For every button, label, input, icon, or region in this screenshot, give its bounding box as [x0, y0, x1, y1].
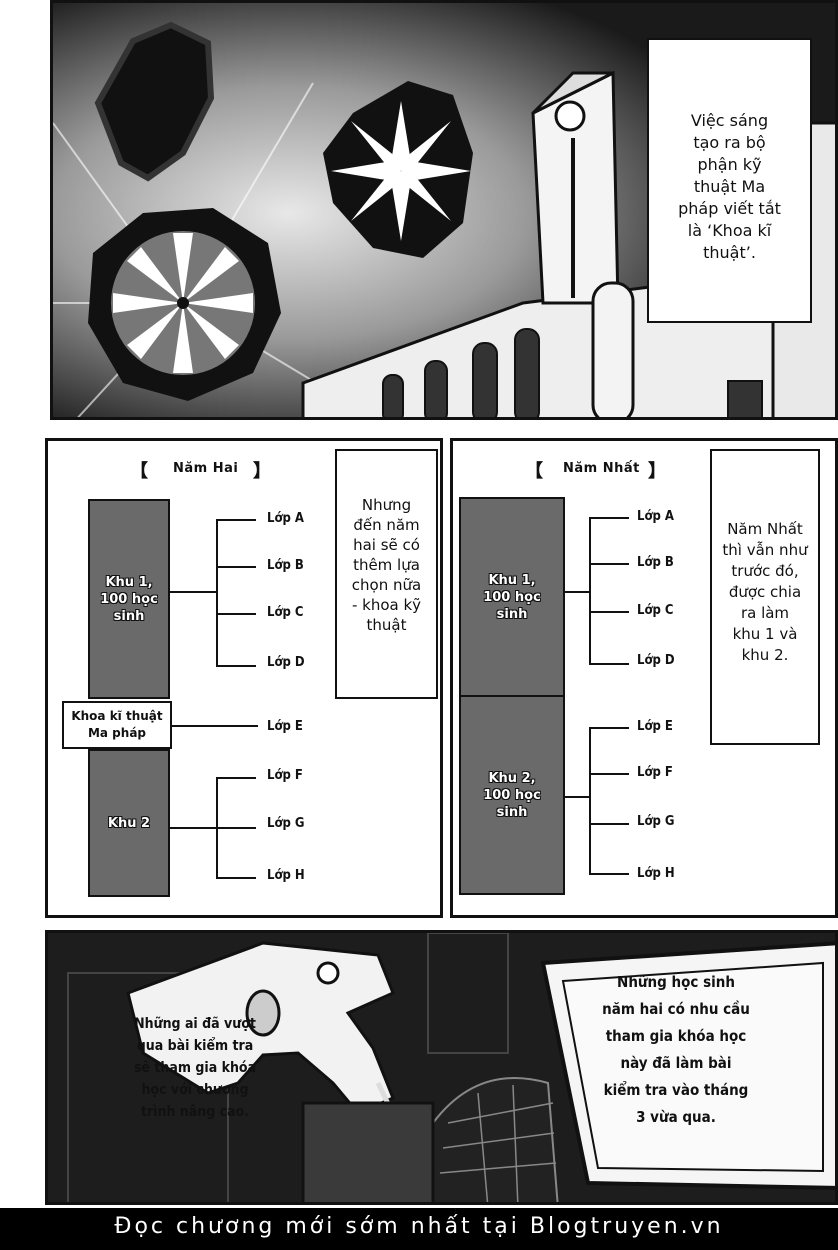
block-khu1: Khu 1, 100 học sinh [88, 499, 170, 699]
class-label: Lớp B [637, 555, 674, 570]
connector-line [565, 591, 591, 593]
class-label: Lớp H [267, 868, 305, 883]
block-khu2: Khu 2 [88, 749, 170, 897]
class-label: Lớp F [267, 768, 303, 783]
class-label: Lớp A [267, 511, 304, 526]
caption-box: Việc sáng tạo ra bộ phận kỹ thuật Ma phá… [647, 38, 812, 323]
connector-line [589, 873, 629, 875]
class-label: Lớp D [267, 655, 305, 670]
panel-first-year-chart: 【 Năm Nhất 】 Khu 1, 100 học sinh Khu 2, … [450, 438, 838, 918]
panel-school-tower: Việc sáng tạo ra bộ phận kỹ thuật Ma phá… [50, 0, 838, 420]
connector-line [589, 823, 629, 825]
block-magic-tech: Khoa kĩ thuật Ma pháp [62, 701, 172, 749]
chart-title: Năm Nhất [563, 461, 640, 476]
test-equipment-illustration [48, 933, 835, 1202]
class-label: Lớp E [267, 719, 303, 734]
panel-second-year-chart: 【 Năm Hai 】 Khu 1, 100 học sinh Khoa kĩ … [45, 438, 443, 918]
connector-line [216, 613, 256, 615]
connector-line [589, 727, 629, 729]
chart-title: Năm Hai [173, 461, 239, 476]
class-label: Lớp E [637, 719, 673, 734]
connector-line [216, 519, 256, 521]
block-khu2: Khu 2, 100 học sinh [459, 695, 565, 895]
caption-box: Nhưng đến năm hai sẽ có thêm lựa chọn nữ… [335, 449, 438, 699]
class-label: Lớp C [267, 605, 304, 620]
connector-line [589, 517, 591, 665]
speech-text-left: Những ai đã vượt qua bài kiểm tra sẽ tha… [133, 1016, 257, 1120]
block-khu1: Khu 1, 100 học sinh [459, 497, 565, 697]
connector-line [216, 777, 256, 779]
class-label: Lớp G [637, 814, 675, 829]
caption-box: Năm Nhất thì vẫn như trước đó, được chia… [710, 449, 820, 745]
class-label: Lớp C [637, 603, 674, 618]
connector-line [216, 827, 256, 829]
connector-line [589, 517, 629, 519]
title-bracket-left: 【 [130, 461, 148, 482]
connector-line [216, 519, 218, 666]
panel-test-equipment: Những ai đã vượt qua bài kiểm tra sẽ tha… [45, 930, 838, 1205]
connector-line [216, 566, 256, 568]
class-label: Lớp B [267, 558, 304, 573]
footer-banner: Đọc chương mới sớm nhất tại Blogtruyen.v… [0, 1208, 838, 1250]
class-label: Lớp A [637, 509, 674, 524]
class-label: Lớp H [637, 866, 675, 881]
class-label: Lớp G [267, 816, 305, 831]
speech-text-right: Những học sinh năm hai có nhu cầu tham g… [602, 973, 750, 1126]
class-label: Lớp D [637, 653, 675, 668]
connector-line [589, 773, 629, 775]
connector-line [216, 877, 256, 879]
connector-line [216, 665, 256, 667]
connector-line [170, 591, 218, 593]
connector-line [565, 796, 591, 798]
connector-line [589, 663, 629, 665]
title-bracket-right: 】 [253, 461, 271, 482]
title-bracket-left: 【 [525, 461, 543, 482]
connector-line [589, 727, 591, 875]
connector-line [589, 563, 629, 565]
connector-line [172, 725, 258, 727]
connector-line [170, 827, 218, 829]
class-label: Lớp F [637, 765, 673, 780]
connector-line [589, 611, 629, 613]
title-bracket-right: 】 [648, 461, 666, 482]
